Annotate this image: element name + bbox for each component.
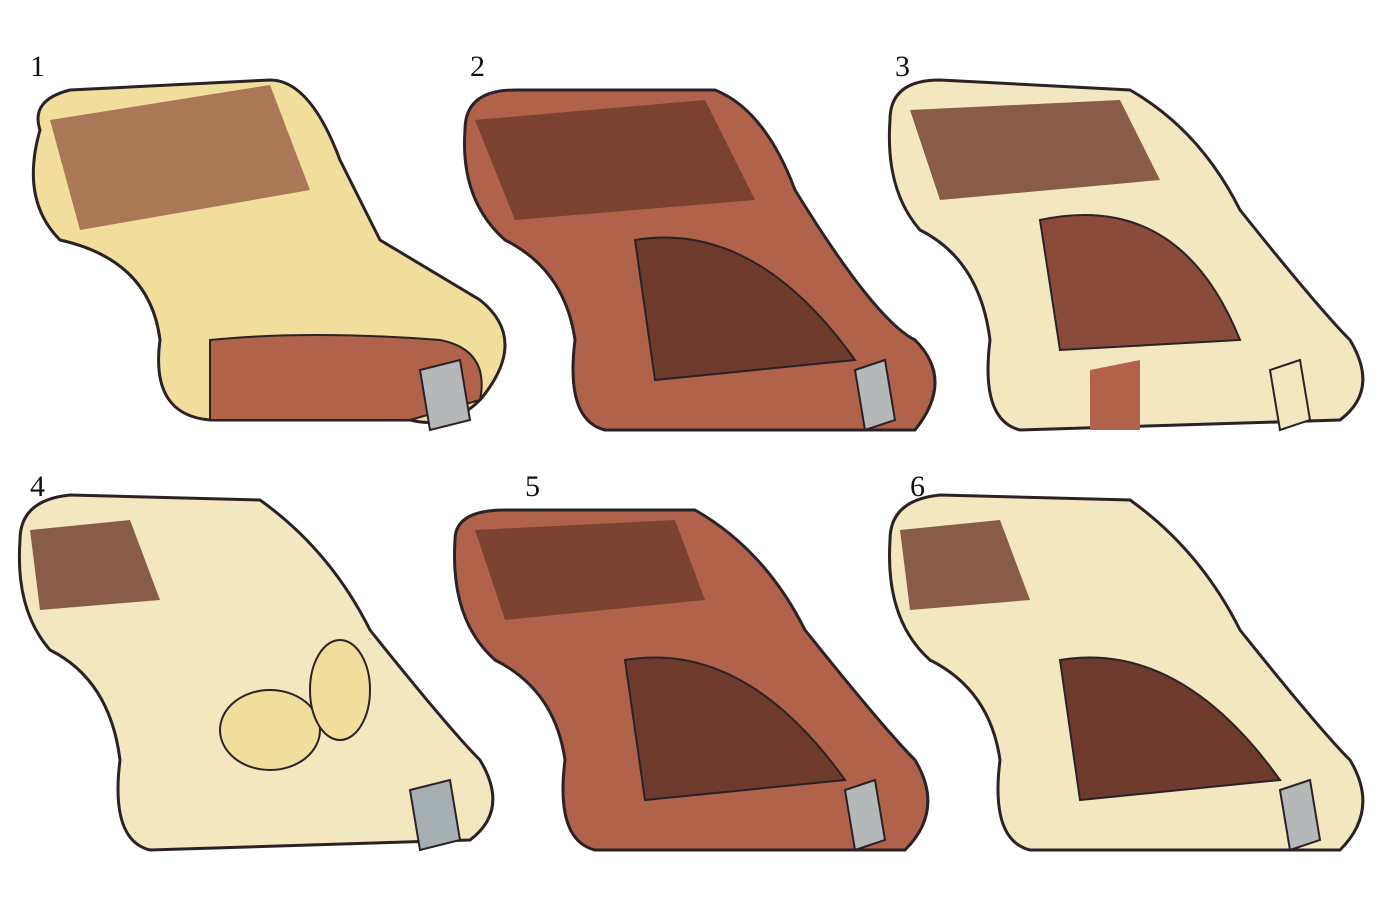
panel-label: 4: [30, 470, 45, 503]
shoe-drawing-2: [463, 88, 937, 432]
shoe-drawing-5: [453, 508, 930, 852]
panel-label: 2: [470, 50, 485, 83]
panel-label: 5: [525, 470, 540, 503]
panel-label: 3: [895, 50, 910, 83]
panel-3: 3: [880, 40, 1365, 480]
panel-4: 4: [10, 460, 495, 900]
panel-2: 2: [455, 40, 937, 480]
panel-label: 6: [910, 470, 925, 503]
shoe-drawing-6: [888, 493, 1365, 852]
panel-6: 6: [880, 460, 1365, 900]
panel-5: 5: [445, 460, 930, 900]
shoe-drawing-1: [31, 78, 507, 432]
panel-1: 1: [10, 40, 507, 480]
panel-label: 1: [30, 50, 45, 83]
shoe-drawing-3: [887, 78, 1365, 432]
shoe-drawing-4: [17, 493, 495, 852]
